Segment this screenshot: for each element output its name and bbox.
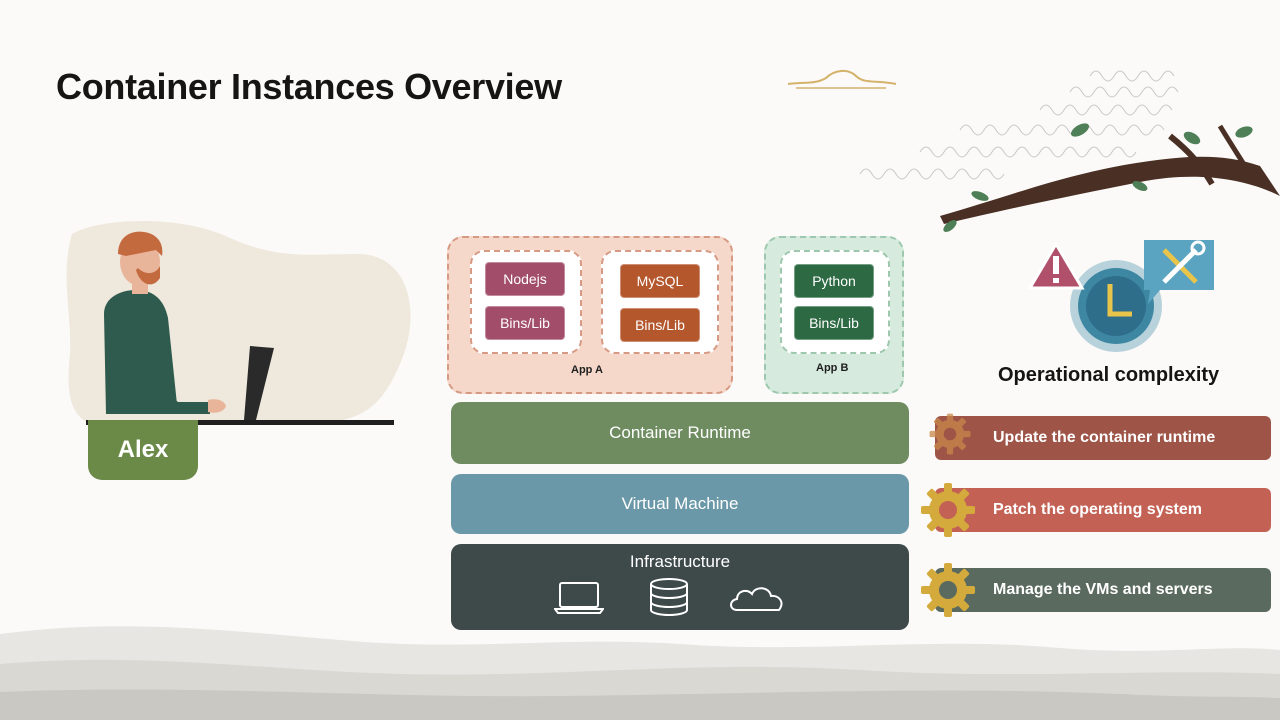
gear-icon xyxy=(929,413,971,455)
gear-icon xyxy=(921,483,975,537)
task-label: Update the container runtime xyxy=(993,429,1216,446)
app-a-label: App A xyxy=(571,364,603,376)
background-hills xyxy=(0,626,1280,720)
person-name-badge: Alex xyxy=(88,420,198,480)
mysql-chip: MySQL xyxy=(620,264,700,298)
cloud-icon xyxy=(730,587,783,611)
database-icon xyxy=(650,578,688,616)
container-runtime-layer: Container Runtime xyxy=(451,402,909,464)
app-a-bins-lib-chip-1: Bins/Lib xyxy=(485,306,565,340)
infrastructure-label: Infrastructure xyxy=(629,552,731,571)
gear-icon xyxy=(921,563,975,617)
person-illustration xyxy=(66,221,411,425)
slide-title: Container Instances Overview xyxy=(56,66,562,107)
task-update-container-runtime: Update the container runtime xyxy=(935,416,1271,460)
task-manage-vms-servers: Manage the VMs and servers xyxy=(935,568,1271,612)
operational-complexity-icon xyxy=(1027,240,1214,352)
python-chip: Python xyxy=(794,264,874,298)
task-label: Patch the operating system xyxy=(993,501,1202,518)
app-b-label: App B xyxy=(816,362,849,374)
tree-branch-decoration xyxy=(859,70,1280,232)
task-label: Manage the VMs and servers xyxy=(993,581,1213,598)
operational-complexity-title: Operational complexity xyxy=(998,364,1220,386)
app-a-bins-lib-chip-2: Bins/Lib xyxy=(620,308,700,342)
nodejs-chip: Nodejs xyxy=(485,262,565,296)
laptop-icon xyxy=(554,582,604,614)
app-b-bins-lib-chip: Bins/Lib xyxy=(794,306,874,340)
task-patch-operating-system: Patch the operating system xyxy=(935,488,1271,532)
virtual-machine-layer: Virtual Machine xyxy=(451,474,909,534)
cloud-line-decoration xyxy=(787,70,897,89)
